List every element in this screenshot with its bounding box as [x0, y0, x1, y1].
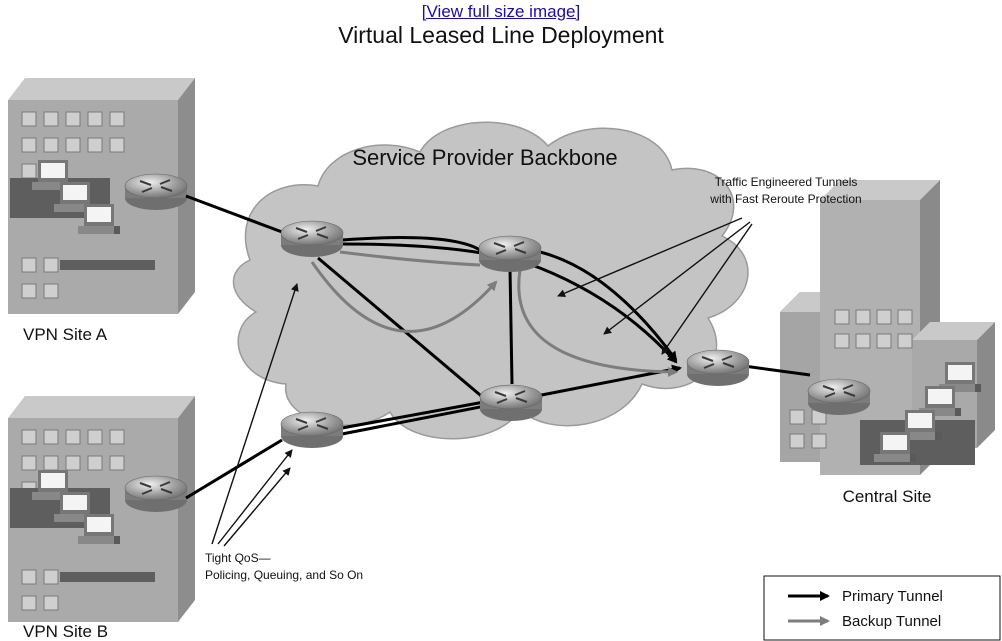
router-pe-b: [280, 411, 344, 449]
site-b-label: VPN Site B: [23, 622, 108, 641]
te-callout-line2: with Fast Reroute Protection: [709, 192, 861, 206]
building-site-a: [8, 78, 195, 314]
legend-primary-label: Primary Tunnel: [842, 588, 943, 605]
access-links: [185, 194, 811, 500]
building-site-b: [8, 396, 195, 622]
diagram-title: Virtual Leased Line Deployment: [338, 22, 664, 48]
qos-callout-line2: Policing, Queuing, and So On: [205, 568, 363, 582]
callout-arrows: [211, 217, 753, 547]
router-pe-central: [686, 349, 750, 387]
primary-tunnels: [317, 236, 682, 436]
backup-tunnels: [310, 250, 678, 377]
router-pe-a: [280, 220, 344, 258]
te-callout-line1: Traffic Engineered Tunnels: [715, 175, 858, 189]
site-a-label: VPN Site A: [23, 325, 108, 344]
router-p-bottom: [479, 384, 543, 422]
router-p-top: [478, 235, 542, 273]
building-central-site: [780, 180, 995, 475]
view-full-size-link[interactable]: [View full size image]: [421, 2, 581, 21]
legend-backup-label: Backup Tunnel: [842, 613, 941, 630]
qos-callout-line1: Tight QoS—: [205, 551, 271, 565]
cloud-label: Service Provider Backbone: [352, 145, 617, 170]
legend: Primary Tunnel Backup Tunnel: [763, 575, 1001, 641]
central-site-label: Central Site: [843, 487, 932, 506]
